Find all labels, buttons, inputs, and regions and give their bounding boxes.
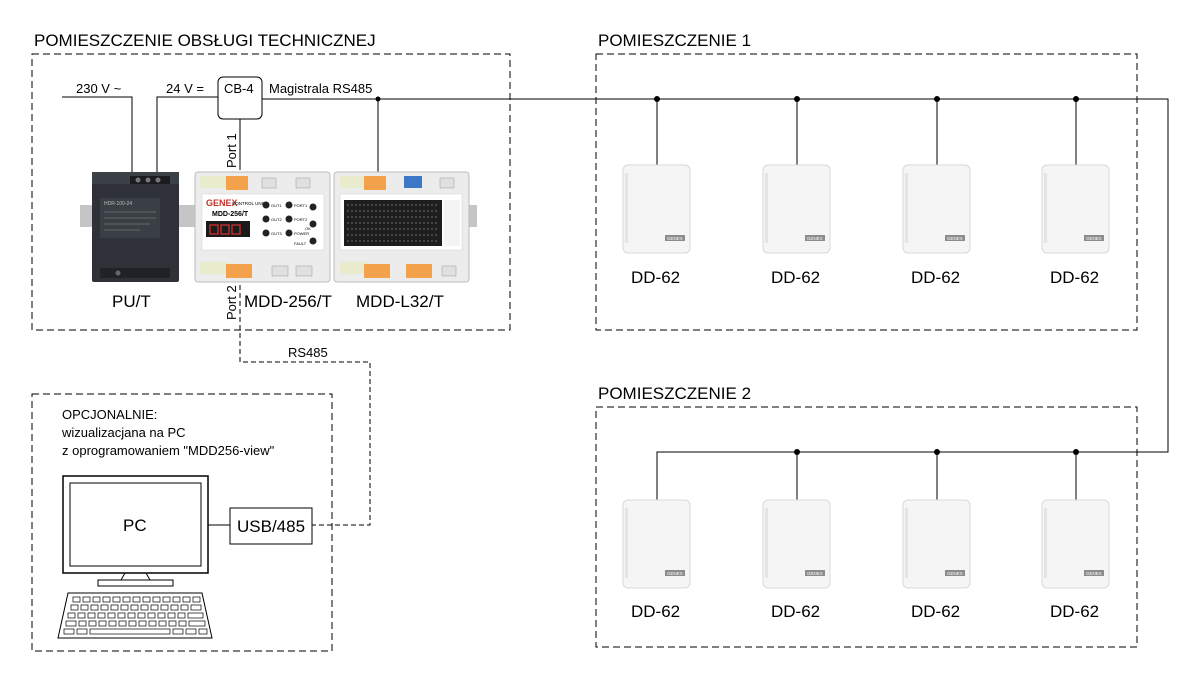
mdd256-device: GENEX CONTROL UNIT MDD-256/T OUT1 OUT2 O…: [190, 171, 331, 283]
optional-pc-frame: [31, 393, 333, 652]
svg-text:GENEX: GENEX: [807, 571, 823, 576]
detector-r1-3: GENEX: [902, 164, 971, 254]
room1-title: POMIESZCZENIE 1: [598, 31, 751, 50]
detector-label: DD-62: [1050, 602, 1099, 621]
svg-text:OUT2: OUT2: [271, 217, 282, 222]
svg-text:GENEX: GENEX: [667, 236, 683, 241]
psu-label: PU/T: [112, 292, 151, 311]
detector-r2-4: GENEX: [1041, 499, 1110, 589]
svg-text:GENEX: GENEX: [807, 236, 823, 241]
optional-line3: z oprogramowaniem "MDD256-view": [62, 443, 275, 458]
technical-room-title: POMIESZCZENIE OBSŁUGI TECHNICZNEJ: [34, 31, 376, 50]
mddl32-device: [333, 171, 477, 283]
psu-device: HDR-100-24: [80, 172, 191, 282]
port1-label: Port 1: [224, 133, 239, 168]
cb4-label: CB-4: [224, 81, 254, 96]
svg-text:GENEX: GENEX: [206, 198, 238, 208]
detector-label: DD-62: [631, 268, 680, 287]
detector-label: DD-62: [1050, 268, 1099, 287]
detector-label: DD-62: [771, 268, 820, 287]
svg-text:POWER: POWER: [294, 231, 309, 236]
pc-monitor: [62, 475, 209, 587]
technical-room-frame: [31, 53, 511, 331]
svg-text:OUT3: OUT3: [271, 231, 282, 236]
bus-node: [375, 96, 381, 102]
bus-node: [794, 96, 800, 102]
detector-label: DD-62: [911, 602, 960, 621]
svg-text:GENEX: GENEX: [947, 571, 963, 576]
mdd256-label: MDD-256/T: [244, 292, 332, 311]
bus-node: [654, 96, 660, 102]
optional-line1: OPCJONALNIE:: [62, 407, 157, 422]
optional-line2: wizualizacjana na PC: [61, 425, 186, 440]
room2-title: POMIESZCZENIE 2: [598, 384, 751, 403]
svg-text:GENEX: GENEX: [1086, 236, 1102, 241]
bus-node: [1073, 96, 1079, 102]
rs485-label: RS485: [288, 345, 328, 360]
usb485-box: [229, 507, 313, 545]
detector-r2-1: GENEX: [622, 499, 691, 589]
room2-frame: [595, 406, 1138, 648]
detector-r1-4: GENEX: [1041, 164, 1110, 254]
svg-text:PORT1: PORT1: [294, 203, 308, 208]
bus-label: Magistrala RS485: [269, 81, 372, 96]
detector-label: DD-62: [631, 602, 680, 621]
usb485-label: USB/485: [237, 517, 305, 536]
wire-24v: [156, 96, 218, 180]
bus-node: [934, 96, 940, 102]
pc-label: PC: [123, 516, 147, 535]
detector-r2-3: GENEX: [902, 499, 971, 589]
svg-text:FAULT: FAULT: [294, 241, 307, 246]
pc-keyboard: [57, 592, 213, 639]
svg-text:GENEX: GENEX: [947, 236, 963, 241]
port2-label: Port 2: [224, 285, 239, 320]
detector-label: DD-62: [771, 602, 820, 621]
svg-text:GENEX: GENEX: [1086, 571, 1102, 576]
svg-text:HDR-100-24: HDR-100-24: [104, 201, 132, 207]
bus-node: [794, 449, 800, 455]
label-24v: 24 V =: [166, 81, 204, 96]
detector-r1-2: GENEX: [762, 164, 831, 254]
svg-text:PORT2: PORT2: [294, 217, 308, 222]
bus-node: [1073, 449, 1079, 455]
rs485-bus: [262, 98, 1169, 500]
rs485-optional-link: [239, 285, 371, 526]
detector-r2-2: GENEX: [762, 499, 831, 589]
room1-frame: [595, 53, 1138, 331]
svg-text:GENEX: GENEX: [667, 571, 683, 576]
detector-label: DD-62: [911, 268, 960, 287]
svg-text:CONTROL UNIT: CONTROL UNIT: [232, 201, 266, 206]
svg-text:MDD-256/T: MDD-256/T: [212, 211, 249, 218]
bus-node: [934, 449, 940, 455]
svg-text:OUT1: OUT1: [271, 203, 282, 208]
label-230v: 230 V ~: [76, 81, 122, 96]
wire-230v: [62, 96, 133, 180]
mddl32-label: MDD-L32/T: [356, 292, 444, 311]
svg-text:OK: OK: [305, 226, 311, 231]
detector-r1-1: GENEX: [622, 164, 691, 254]
